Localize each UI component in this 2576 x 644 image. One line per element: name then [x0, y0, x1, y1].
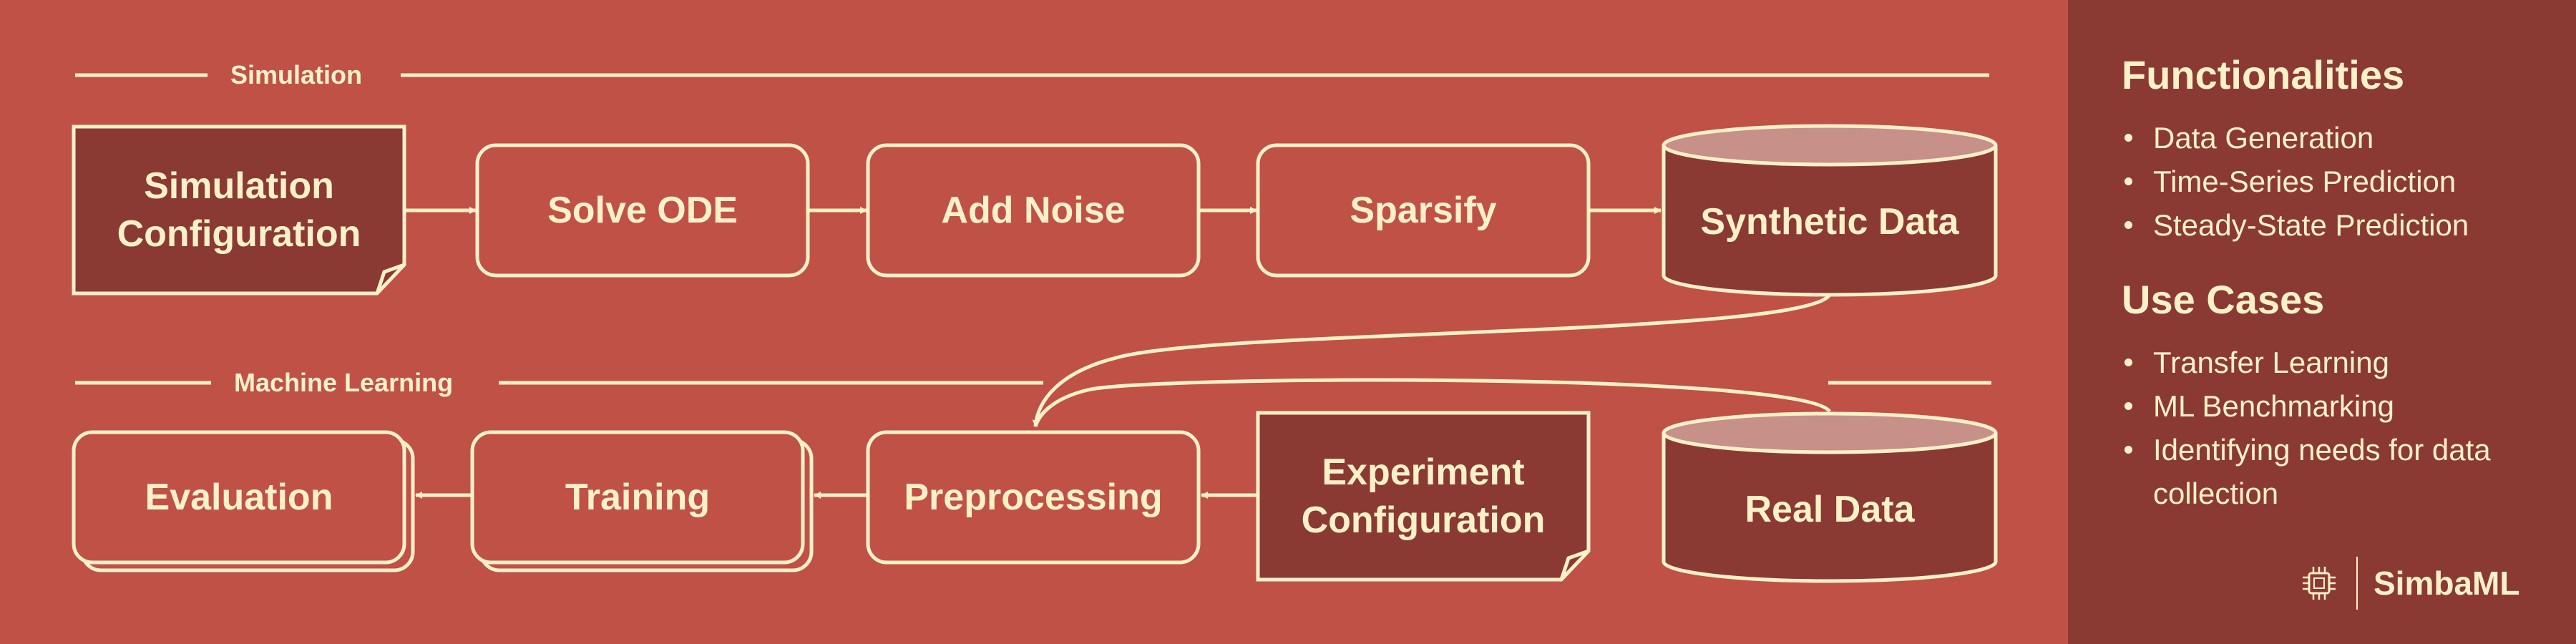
arrow-real-to-preprocessing	[1033, 378, 1832, 427]
real-data-db-body	[1662, 433, 1998, 583]
evaluation-box	[72, 430, 406, 565]
use-case-item: ML Benchmarking	[2122, 384, 2551, 428]
brand-separator	[2356, 557, 2358, 610]
functionality-item: Time-Series Prediction	[2122, 160, 2551, 203]
functionalities-heading: Functionalities	[2122, 52, 2405, 97]
training-box	[470, 430, 805, 565]
diagram-shapes	[72, 73, 1998, 583]
node-simulation-configuration: Simulation Configuration	[117, 165, 361, 255]
chip-icon	[2303, 567, 2336, 600]
brand-name: SimbaML	[2373, 565, 2520, 602]
node-sparsify: Sparsify	[1350, 189, 1497, 231]
node-synthetic-data: Synthetic Data	[1700, 200, 1959, 243]
experiment-configuration-fold	[1559, 549, 1589, 580]
node-experiment-configuration: Experiment Configuration	[1301, 451, 1546, 541]
node-real-data: Real Data	[1745, 488, 1915, 530]
node-add-noise: Add Noise	[941, 189, 1126, 231]
node-training: Training	[565, 476, 711, 518]
section-label-simulation: Simulation	[230, 60, 363, 89]
node-evaluation: Evaluation	[145, 476, 333, 518]
preprocessing-box	[866, 430, 1201, 565]
functionalities-list: Data Generation Time-Series Prediction S…	[2122, 116, 2551, 247]
side-panel: Functionalities Data Generation Time-Ser…	[2068, 0, 2576, 644]
functionality-item: Data Generation	[2122, 116, 2551, 160]
simulation-configuration-shape	[72, 125, 406, 296]
use-case-item: Transfer Learning	[2122, 341, 2551, 384]
synthetic-data-db-top	[1662, 124, 1998, 167]
use-case-item: Identifying needs for data collection	[2122, 428, 2551, 515]
simulation-configuration-fold	[375, 263, 405, 294]
use-cases-list: Transfer Learning ML Benchmarking Identi…	[2122, 341, 2551, 515]
pipeline-diagram: Simulation Machine Learning Simulation C…	[72, 60, 1998, 583]
node-preprocessing: Preprocessing	[904, 476, 1163, 518]
node-solve-ode: Solve ODE	[547, 189, 738, 231]
functionality-item: Steady-State Prediction	[2122, 203, 2551, 247]
brand: SimbaML	[2301, 555, 2519, 612]
section-label-machine-learning: Machine Learning	[234, 368, 454, 397]
experiment-configuration-shape	[1256, 411, 1591, 582]
use-cases-heading: Use Cases	[2122, 277, 2325, 322]
arrow-synthetic-to-preprocessing	[1032, 293, 1832, 427]
real-data-db-top	[1662, 411, 1998, 454]
